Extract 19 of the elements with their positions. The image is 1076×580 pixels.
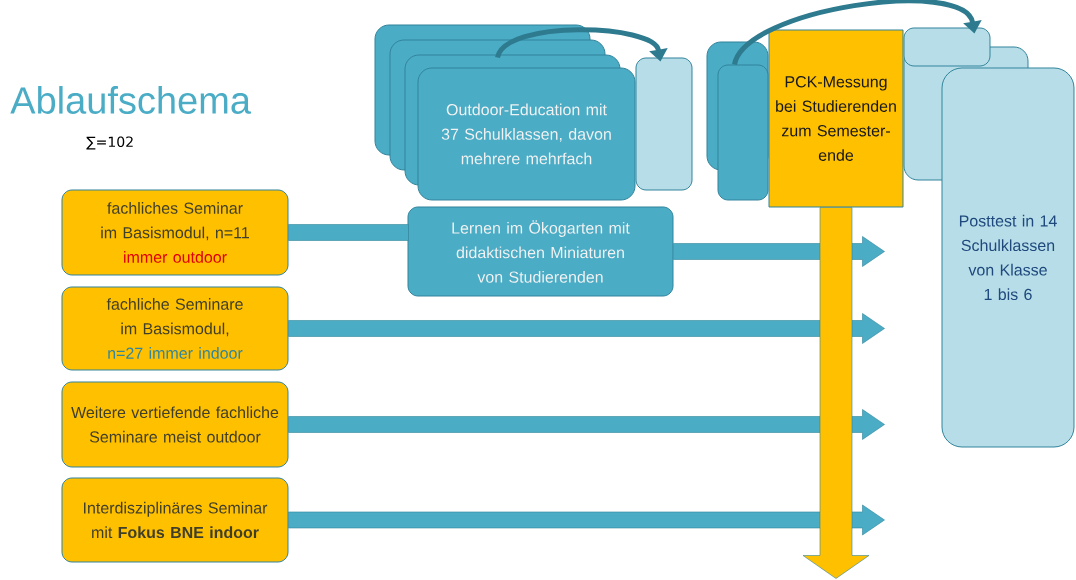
title: Ablaufschema <box>10 86 251 114</box>
seminar-box: fachliches Seminar im Basismodul, n=11 immer outdoor <box>61 189 289 276</box>
card <box>635 57 693 191</box>
card <box>903 27 991 67</box>
block-arrow <box>288 313 885 344</box>
curved-arrow <box>732 0 982 66</box>
block-arrow <box>802 207 870 579</box>
seminar-box: Weitere vertiefende fachliche Seminare meist outdoor <box>61 381 289 468</box>
activity-box: Outdoor-Education mit 37 Schulklassen, davon mehrere mehrfach <box>417 67 636 201</box>
seminar-box: Interdisziplinäres Seminar mit Fokus BNE indoor <box>61 477 289 563</box>
measurement-box: PCK-Messung bei Studierenden zum Semester- ende <box>768 29 904 208</box>
activity-box: Lernen im Ökogarten mit didaktischen Miniaturen von Studierenden <box>407 206 674 297</box>
block-arrow <box>288 224 409 241</box>
sum-label: ∑=102 <box>86 136 133 150</box>
block-arrow <box>288 504 885 536</box>
card <box>717 64 769 201</box>
seminar-box: fachliche Seminare im Basismodul, n=27 immer indoor <box>61 286 289 371</box>
posttest-box: Posttest in 14 Schulklassen von Klasse 1 bis 6 <box>941 67 1075 448</box>
block-arrow <box>288 409 885 440</box>
